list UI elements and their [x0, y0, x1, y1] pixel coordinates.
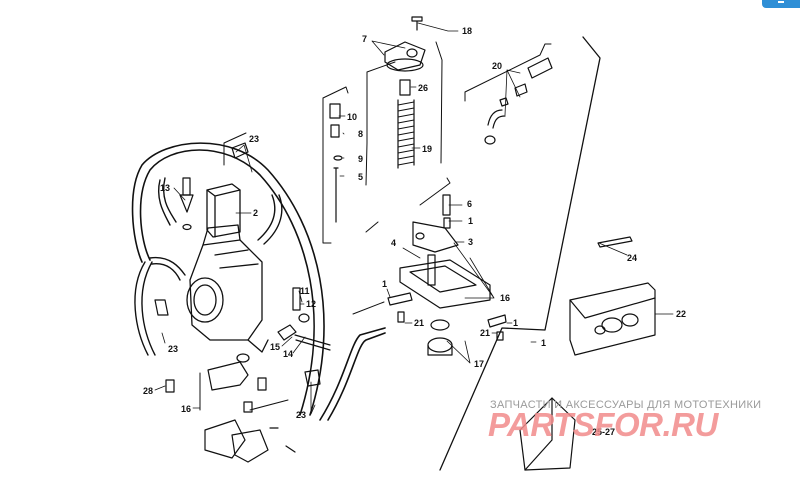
throttle-slide — [206, 183, 241, 238]
bracket-1b — [387, 292, 413, 306]
clip-23b — [154, 299, 169, 316]
callout-13: 13 — [160, 183, 171, 193]
callout-17: 17 — [474, 359, 485, 369]
idle-screw-11 — [292, 287, 301, 311]
callout-1-bracket: 1 — [382, 279, 388, 289]
callout-16-sensor: 16 — [181, 404, 192, 414]
callout-18: 18 — [462, 26, 473, 36]
callout-12: 12 — [306, 299, 317, 309]
callout-10: 10 — [347, 112, 358, 122]
guide-box-top — [365, 61, 396, 186]
vent-hose-d — [149, 256, 186, 281]
sensor-group-16 — [204, 353, 296, 463]
throttle-cable-inner — [131, 142, 325, 416]
sleeve-26 — [399, 79, 411, 96]
cable-clip-top — [231, 142, 249, 159]
callout-23-bottom: 23 — [296, 410, 307, 420]
guide-box-16 — [199, 372, 289, 411]
callout-25-27: 25-27 — [592, 427, 616, 437]
callout-4: 4 — [391, 238, 397, 248]
clip-9 — [333, 155, 343, 161]
float-pin-1a — [443, 217, 451, 229]
callout-14: 14 — [283, 349, 294, 359]
callout-8: 8 — [358, 129, 364, 139]
callout-15: 15 — [270, 342, 281, 352]
callout-1-float: 1 — [468, 216, 474, 226]
hose-right — [257, 194, 283, 245]
guide-line-20 — [464, 43, 552, 102]
bracket-1c — [487, 314, 507, 328]
gasket-3 — [412, 221, 459, 253]
spring-12 — [298, 313, 310, 323]
watermark-tagline: ЗАПЧАСТИ И АКСЕССУАРЫ ДЛЯ МОТОТЕХНИКИ — [490, 399, 762, 411]
top-cap-7 — [384, 41, 426, 72]
needle-clip-8 — [330, 124, 340, 138]
watermark-brand[interactable]: PARTSFOR.RU — [488, 406, 718, 443]
callout-23-top: 23 — [249, 134, 260, 144]
spring-19 — [397, 99, 415, 169]
vent-hose-c — [134, 261, 156, 356]
callout-24: 24 — [627, 253, 638, 263]
choke-plunger — [179, 177, 194, 231]
screw-21a — [397, 311, 405, 323]
carburetor-body — [186, 224, 269, 353]
callout-9: 9 — [358, 154, 364, 164]
needle-holder-10 — [329, 103, 341, 119]
tab-glyph — [778, 1, 784, 3]
guide-line-cable — [435, 41, 443, 164]
cable-tail-2 — [327, 332, 386, 421]
callout-19: 19 — [422, 144, 433, 154]
tie-24 — [597, 236, 633, 248]
callout-6: 6 — [467, 199, 473, 209]
throttle-cable-outer — [139, 149, 315, 416]
vent-hose-b — [163, 177, 177, 223]
callout-5: 5 — [358, 172, 364, 182]
adjust-screw-15 — [277, 324, 297, 341]
callout-7: 7 — [362, 34, 368, 44]
float-bowl-16 — [399, 254, 491, 309]
cable-adjuster-20 — [484, 57, 553, 145]
screw-18 — [411, 16, 423, 31]
fitting-28 — [165, 379, 175, 393]
float-valve-6 — [442, 194, 451, 216]
callout-28: 28 — [143, 386, 154, 396]
drain-plug-17 — [427, 319, 453, 356]
cable-tail — [319, 327, 386, 421]
section-divider-line — [439, 36, 601, 471]
cable-14 — [294, 334, 331, 351]
callout-3: 3 — [468, 237, 474, 247]
callout-1-right: 1 — [513, 318, 519, 328]
callout-11: 11 — [300, 286, 310, 296]
callout-20: 20 — [492, 61, 503, 71]
hose-clip-23c — [304, 369, 321, 387]
callout-23-left: 23 — [168, 344, 179, 354]
sticker-kit-22 — [569, 282, 656, 356]
bag-25-27 — [519, 397, 576, 471]
callout-16-bowl: 16 — [500, 293, 511, 303]
screw-21b — [496, 331, 504, 341]
callout-21-right: 21 — [480, 328, 491, 338]
callout-22: 22 — [676, 309, 687, 319]
corner-tab[interactable] — [762, 0, 800, 8]
callout-21-left: 21 — [414, 318, 425, 328]
callout-26: 26 — [418, 83, 429, 93]
vent-hose-a — [158, 179, 171, 226]
callout-2: 2 — [253, 208, 259, 218]
guide-box-upper — [322, 86, 349, 244]
guide-box-lower — [352, 301, 385, 315]
jet-needle-5 — [333, 167, 339, 223]
callout-1-divider: 1 — [541, 338, 547, 348]
guide-box-mid — [365, 177, 451, 233]
